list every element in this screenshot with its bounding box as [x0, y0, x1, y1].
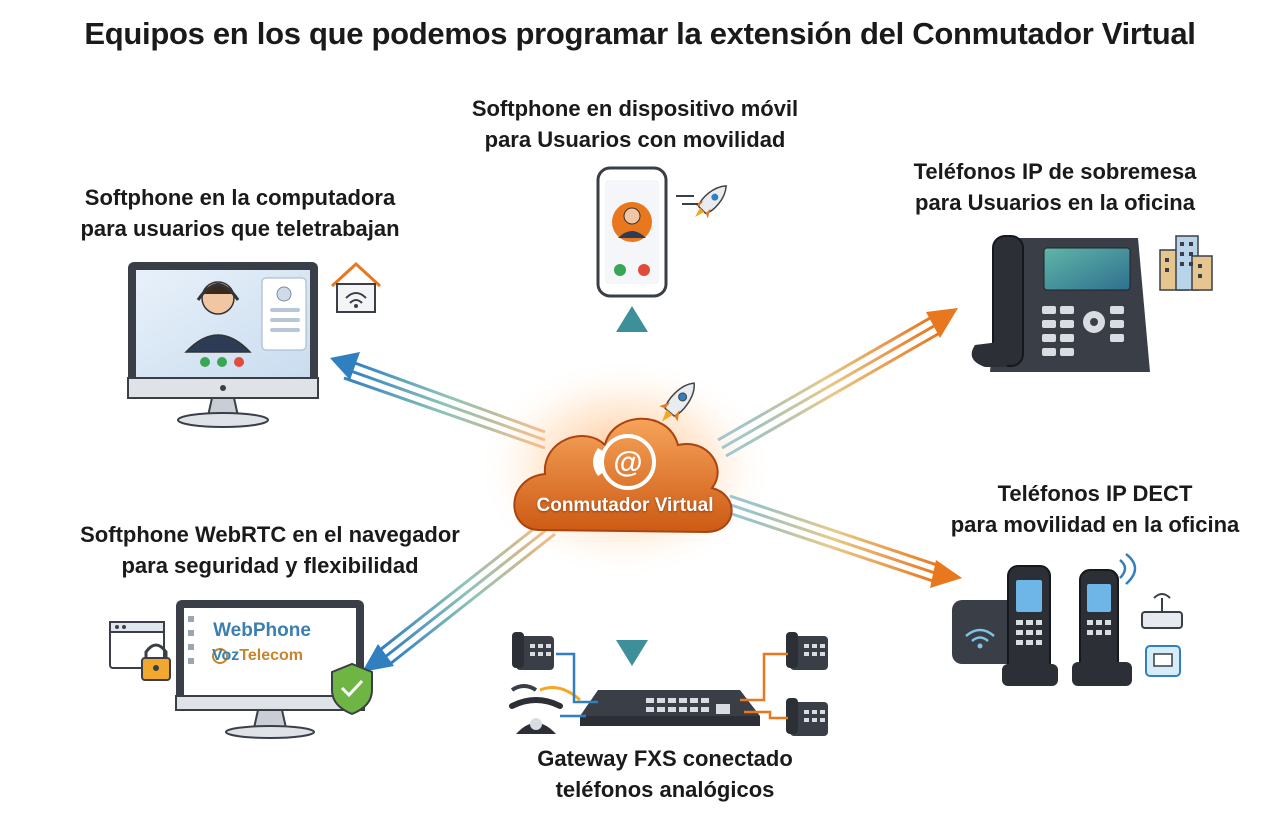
phone-cables — [556, 652, 788, 720]
label-computer-line2: para usuarios que teletrabajan — [80, 216, 400, 241]
desktop-computer-icon — [127, 262, 319, 428]
label-gateway: Gateway FXS conectado teléfonos analógic… — [480, 743, 850, 805]
desk-ip-phone-icon — [971, 235, 1150, 372]
office-building-icon — [1159, 235, 1213, 291]
security-shield-icon — [331, 662, 373, 716]
motion-lines — [676, 195, 698, 205]
webphone-brand-b: Telecom — [239, 647, 303, 664]
virtual-switch-cloud: @ — [475, 358, 775, 578]
ethernet-port-icon — [1145, 645, 1181, 677]
webphone-monitor-icon — [175, 600, 365, 739]
label-mobile-line2: para Usuarios con movilidad — [484, 127, 786, 152]
home-wifi-icon — [330, 261, 382, 313]
svg-text:@: @ — [613, 446, 642, 479]
label-desk-phone: Teléfonos IP de sobremesa para Usuarios … — [880, 156, 1230, 218]
label-webrtc: Softphone WebRTC en el navegador para se… — [40, 519, 500, 581]
label-desk-phone-line2: para Usuarios en la oficina — [915, 190, 1195, 215]
arrow-to-dect — [725, 494, 962, 588]
smartphone-icon — [596, 166, 668, 298]
label-gateway-line1: Gateway FXS conectado — [537, 746, 793, 771]
label-dect-line2: para movilidad en la oficina — [950, 512, 1240, 537]
dect-handset-icon — [1002, 565, 1058, 686]
label-webrtc-line1: Softphone WebRTC en el navegador — [80, 522, 460, 547]
rocket-icon — [659, 382, 695, 422]
analog-phone-left-top-icon — [512, 632, 554, 670]
rocket-small-icon — [693, 185, 727, 219]
label-mobile: Softphone en dispositivo móvil para Usua… — [430, 93, 840, 155]
handset-ringing-icon — [510, 684, 582, 702]
webphone-title: WebPhone — [213, 620, 311, 641]
center-label: Conmutador Virtual — [536, 495, 714, 516]
fxs-gateway-icon — [580, 690, 760, 726]
label-computer: Softphone en la computadora para usuario… — [40, 182, 440, 244]
webphone-brand-a: Voz — [212, 647, 240, 664]
label-desk-phone-line1: Teléfonos IP de sobremesa — [913, 159, 1197, 184]
dect-handset-2-icon — [1072, 553, 1137, 686]
analog-phone-right-top-icon — [786, 632, 828, 670]
label-dect: Teléfonos IP DECT para movilidad en la o… — [930, 478, 1260, 540]
diagram-title: Equipos en los que podemos programar la … — [84, 16, 1196, 51]
label-mobile-line1: Softphone en dispositivo móvil — [471, 96, 799, 121]
label-gateway-line2: teléfonos analógicos — [555, 777, 775, 802]
label-webrtc-line2: para seguridad y flexibilidad — [121, 553, 419, 578]
label-computer-line1: Softphone en la computadora — [84, 185, 396, 210]
webphone-brand: VozTelecom — [212, 647, 332, 665]
router-icon — [1141, 593, 1183, 629]
browser-window-icon — [109, 621, 165, 669]
label-dect-line1: Teléfonos IP DECT — [997, 481, 1193, 506]
analog-phone-left-bottom-icon — [509, 697, 563, 734]
padlock-icon — [141, 643, 171, 681]
analog-phone-right-bottom-icon — [786, 698, 828, 736]
